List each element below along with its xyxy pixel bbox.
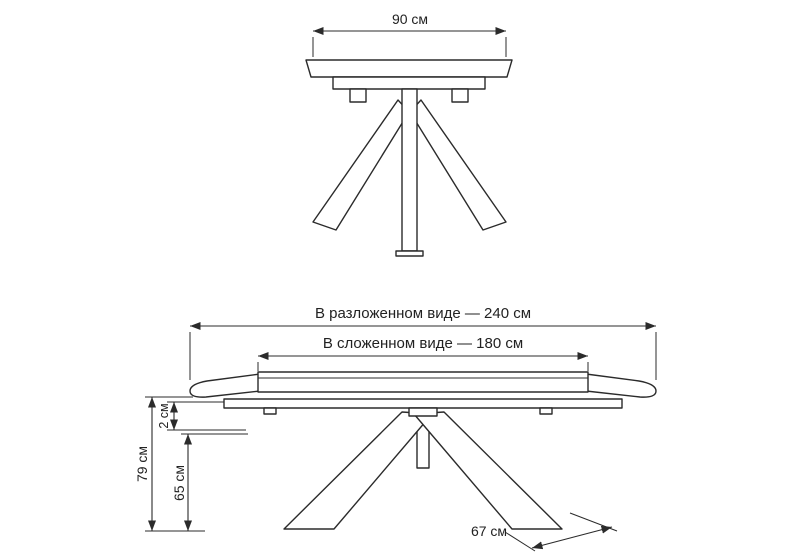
slide-rail-side [223,398,623,409]
dimension-line [531,525,613,550]
extension-lines [257,362,589,371]
leg-height-label: 65 см [171,465,187,501]
extension-lines [189,332,657,380]
front-width-label: 90 см [392,11,428,27]
slide-foot-right [451,88,469,103]
frame-thickness-label: 2 см [157,403,171,428]
front-width-dimension: 90 см [312,11,507,57]
tabletop-side [257,371,589,393]
tabletop-front [305,59,513,78]
total-height-label: 79 см [134,446,150,482]
folded-width-label: В сложенном виде — 180 см [323,335,523,352]
center-column-front [401,88,418,252]
front-table-drawing [305,59,513,257]
column-base-front [395,250,424,257]
extension-mechanism-front [332,76,486,90]
side-view: В разложенном виде — 240 см В сложенном … [134,305,657,552]
leg-left-front [312,99,410,231]
extended-width-label: В разложенном виде — 240 см [315,305,531,322]
rail-tabs [263,407,553,415]
extended-width-dimension: В разложенном виде — 240 см [189,305,657,380]
leg-right-side [413,411,563,530]
drop-leaf-left [189,373,261,398]
base-depth-label: 67 см [471,523,507,539]
leg-right-front [409,99,507,231]
leg-left-side [283,411,433,530]
leg-height-dimension: 65 см [171,433,248,531]
drop-leaf-right [585,373,657,398]
slide-foot-left [349,88,367,103]
side-table-drawing [189,371,657,530]
leg-hub-bracket [408,407,438,417]
base-depth-dimension: 67 см [471,512,618,552]
extension-lines [145,396,205,532]
front-view: 90 см [305,11,513,257]
folded-width-dimension: В сложенном виде — 180 см [257,335,589,371]
total-height-dimension: 79 см [134,396,205,532]
frame-thickness-dimension: 2 см [157,401,246,431]
extension-lines [312,37,507,57]
